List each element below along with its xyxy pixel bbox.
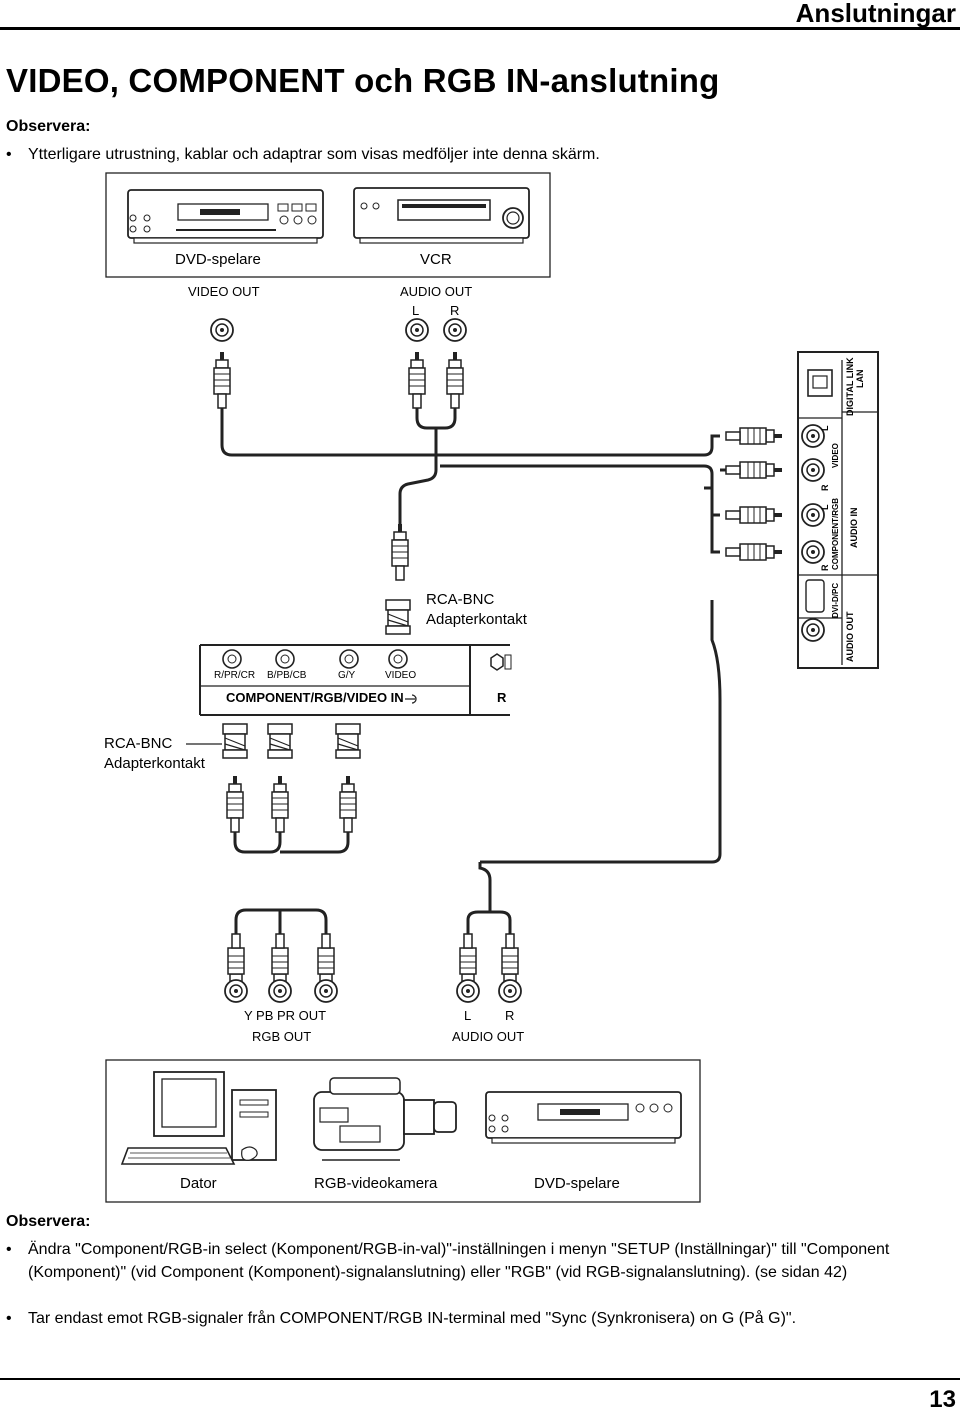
note-heading-bottom: Observera: — [6, 1213, 91, 1230]
header-rule — [0, 27, 960, 30]
side-label-audio-in: AUDIO IN — [849, 507, 859, 549]
label-dvd-player-top: DVD-spelare — [175, 251, 261, 268]
dvd-player-bottom-icon — [485, 1091, 682, 1144]
label-l-bottom: L — [464, 1008, 472, 1023]
side-label-component-rgb: COMPONENT/RGB — [831, 498, 840, 570]
bnc-terminal-b — [275, 649, 295, 669]
side-label-r1: R — [820, 484, 830, 492]
page-title: VIDEO, COMPONENT och RGB IN-anslutning — [6, 62, 720, 99]
bullet-dot: • — [6, 1241, 12, 1258]
label-video-camera: RGB-videokamera — [314, 1175, 438, 1192]
label-audio-out-bottom: AUDIO OUT — [452, 1029, 525, 1044]
label-l-top: L — [412, 303, 420, 318]
panel-label-cut-r: R — [497, 690, 507, 705]
label-rgb-out: RGB OUT — [252, 1029, 312, 1044]
vcr-icon — [353, 187, 530, 244]
label-r-top: R — [450, 303, 460, 318]
side-label-video: VIDEO — [831, 443, 840, 468]
adapter-left-line1: RCA-BNC — [104, 735, 173, 752]
side-label-lan: LAN — [855, 369, 865, 389]
page-number: 13 — [929, 1386, 956, 1413]
label-vcr: VCR — [420, 251, 452, 268]
dvd-player-icon — [127, 189, 324, 244]
label-computer: Dator — [180, 1175, 217, 1192]
adapter-left-line2: Adapterkontakt — [104, 755, 205, 772]
note-top-bullet: • Ytterligare utrustning, kablar och adap… — [6, 143, 946, 166]
note-heading-top: Observera: — [6, 118, 91, 135]
bnc-terminal-g — [339, 649, 359, 669]
adapter-right-line1: RCA-BNC — [426, 591, 495, 608]
section-title: Anslutningar — [795, 0, 956, 28]
bnc-terminal-r — [222, 649, 242, 669]
panel-label-video: VIDEO — [385, 670, 417, 681]
side-label-l2: L — [820, 504, 830, 511]
note-bottom-bullet-1: • Ändra "Component/RGB-in select (Kompone… — [6, 1238, 946, 1284]
adapter-right-line2: Adapterkontakt — [426, 611, 527, 628]
computer-icon — [120, 1071, 277, 1165]
bullet-dot: • — [6, 146, 12, 163]
bullet-dot: • — [6, 1310, 12, 1327]
panel-label-component-in: COMPONENT/RGB/VIDEO IN — [226, 690, 404, 705]
side-label-digital-link: DIGITAL LINK — [845, 357, 855, 416]
label-dvd-player-bottom: DVD-spelare — [534, 1175, 620, 1192]
panel-label-r: R/PR/CR — [214, 670, 256, 681]
label-ypbpr-out: Y PB PR OUT — [244, 1008, 327, 1023]
note-bottom-text-2: Tar endast emot RGB-signaler från COMPON… — [28, 1310, 797, 1327]
note-bottom-text-1: Ändra "Component/RGB-in select (Komponen… — [28, 1241, 890, 1281]
side-label-r2: R — [820, 564, 830, 572]
bnc-terminal-video — [388, 649, 408, 669]
panel-label-b: B/PB/CB — [267, 670, 307, 681]
footer-rule — [0, 1378, 960, 1380]
side-label-dvi-pc: DVI-D/PC — [831, 582, 840, 618]
side-label-l1: L — [820, 425, 830, 432]
video-camera-icon — [313, 1077, 457, 1161]
note-bottom-bullet-2: • Tar endast emot RGB-signaler från COMPO… — [6, 1307, 946, 1330]
panel-label-g: G/Y — [338, 670, 356, 681]
label-r-bottom: R — [505, 1008, 515, 1023]
label-video-out: VIDEO OUT — [188, 284, 260, 299]
label-audio-out-top: AUDIO OUT — [400, 284, 473, 299]
note-top-text: Ytterligare utrustning, kablar och adapt… — [28, 146, 600, 163]
side-label-audio-out: AUDIO OUT — [845, 611, 855, 663]
